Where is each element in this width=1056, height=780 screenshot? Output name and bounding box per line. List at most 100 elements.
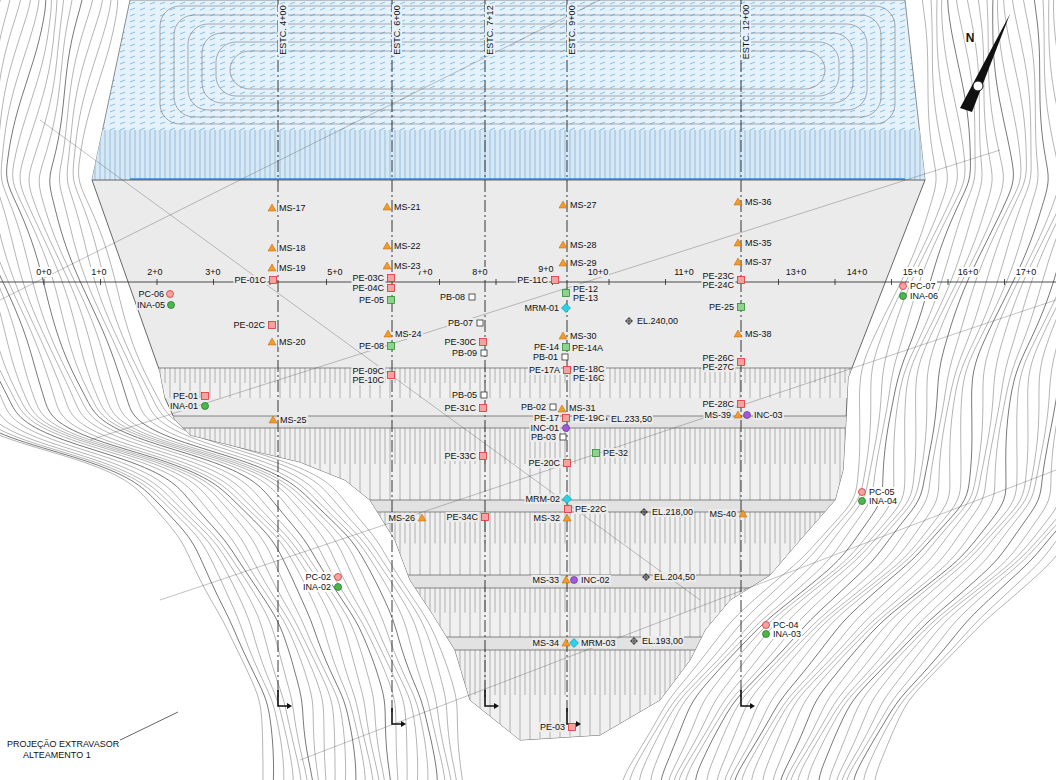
slope-hatch <box>760 428 761 500</box>
slope-hatch <box>820 588 821 637</box>
slope-hatch <box>105 428 106 464</box>
map-label: PE-19C <box>572 413 606 423</box>
slope-hatch <box>455 650 456 695</box>
slope-hatch <box>245 368 246 383</box>
slope-hatch <box>610 428 611 500</box>
slope-hatch <box>875 368 876 383</box>
slope-hatch <box>450 130 451 180</box>
slope-hatch <box>525 650 526 695</box>
slope-hatch <box>685 588 686 613</box>
slope-hatch <box>645 130 646 180</box>
slope-hatch <box>665 368 666 383</box>
slope-hatch <box>825 588 826 613</box>
slope-hatch <box>930 588 931 637</box>
slope-hatch <box>275 650 276 695</box>
slope-hatch <box>280 588 281 637</box>
slope-hatch <box>235 130 236 180</box>
instrument-label: PE-04C <box>351 283 385 293</box>
slope-hatch <box>370 650 371 740</box>
instrument-label: PE-05 <box>358 295 385 305</box>
instrument-label: PE-02C <box>232 320 266 330</box>
slope-hatch <box>750 368 751 398</box>
slope-hatch <box>680 130 681 180</box>
slope-hatch <box>110 428 111 500</box>
slope-hatch <box>245 588 246 613</box>
slope-hatch <box>145 512 146 544</box>
slope-hatch <box>520 650 521 740</box>
slope-hatch <box>670 428 671 500</box>
slope-hatch <box>565 650 566 695</box>
slope-hatch <box>660 130 661 180</box>
cell-marker <box>477 320 483 326</box>
slope-hatch <box>930 650 931 740</box>
slope-hatch <box>710 368 711 398</box>
slope-hatch <box>645 588 646 613</box>
slope-hatch <box>830 588 831 637</box>
slope-hatch <box>650 428 651 500</box>
slope-hatch <box>765 428 766 464</box>
slope-hatch <box>145 130 146 180</box>
settlement-marker <box>559 259 567 266</box>
instrument-label: INC-02 <box>580 575 611 585</box>
slope-hatch <box>720 588 721 637</box>
slope-hatch <box>675 368 676 383</box>
instrument-label: PB-05 <box>451 390 478 400</box>
slope-hatch <box>795 650 796 695</box>
settlement-marker <box>558 405 566 412</box>
instrument-label: MS-28 <box>569 240 598 250</box>
slope-hatch <box>475 368 476 383</box>
slope-hatch <box>700 368 701 398</box>
slope-hatch <box>735 588 736 613</box>
slope-hatch <box>165 368 166 383</box>
slope-hatch <box>190 588 191 637</box>
instrument-symbol <box>563 344 570 351</box>
slope-hatch <box>795 588 796 613</box>
slope-hatch <box>440 512 441 575</box>
slope-hatch <box>355 512 356 544</box>
instrument-symbol <box>558 405 566 412</box>
slope-hatch <box>925 368 926 383</box>
slope-hatch <box>120 588 121 637</box>
slope-hatch <box>430 650 431 740</box>
slope-hatch <box>920 428 921 500</box>
slope-hatch <box>250 428 251 500</box>
slope-hatch <box>310 130 311 180</box>
slope-hatch <box>840 428 841 500</box>
slope-hatch <box>835 650 836 695</box>
slope-hatch <box>785 130 786 180</box>
instrument-symbol <box>559 332 567 339</box>
slope-hatch <box>645 428 646 464</box>
slope-hatch <box>555 588 556 613</box>
map-label: PE-14A <box>571 343 604 353</box>
slope-hatch <box>165 130 166 180</box>
slope-hatch <box>420 650 421 740</box>
slope-hatch <box>455 588 456 613</box>
slope-hatch <box>785 588 786 613</box>
slope-hatch <box>360 130 361 180</box>
slope-hatch <box>195 588 196 613</box>
slope-hatch <box>855 650 856 695</box>
slope-hatch <box>225 650 226 695</box>
slope-hatch <box>660 368 661 398</box>
instrument-symbol <box>563 290 570 297</box>
slope-hatch <box>710 512 711 575</box>
slope-hatch <box>845 588 846 613</box>
slope-hatch <box>125 130 126 180</box>
slope-hatch <box>910 428 911 500</box>
slope-hatch <box>530 512 531 575</box>
slope-hatch <box>180 650 181 740</box>
slope-hatch <box>585 130 586 180</box>
slope-hatch <box>465 588 466 613</box>
instrument-label: MS-22 <box>393 241 422 251</box>
section-label: ESTC. 9+00 <box>567 4 577 55</box>
instrument-symbol <box>388 343 395 350</box>
instrument-label: PE-28C <box>701 399 735 409</box>
slope-hatch <box>635 650 636 695</box>
slope-hatch <box>695 130 696 180</box>
slope-hatch <box>765 368 766 383</box>
slope-hatch <box>355 428 356 464</box>
water-level-marker <box>859 498 866 505</box>
slope-hatch <box>335 130 336 180</box>
instrument-symbol <box>482 514 489 521</box>
slope-hatch <box>355 130 356 180</box>
